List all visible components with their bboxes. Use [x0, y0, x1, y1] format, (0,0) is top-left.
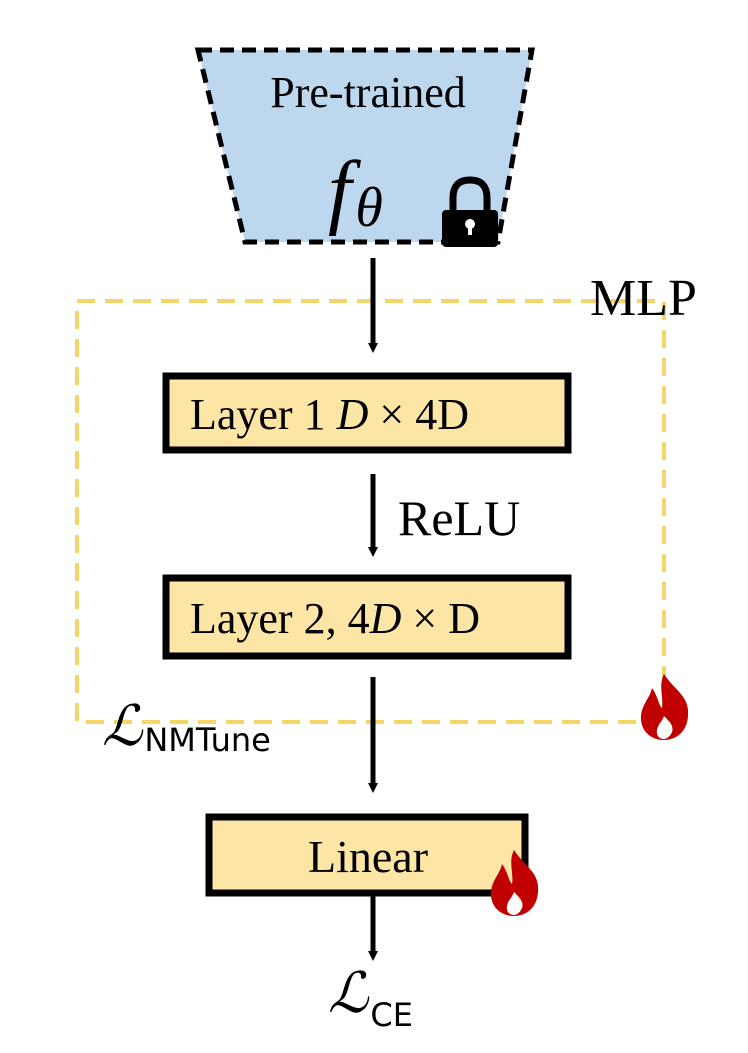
lock-icon — [442, 176, 498, 247]
encoder-symbol: fθ — [328, 144, 383, 239]
mlp-label: MLP — [590, 270, 697, 327]
layer-1-label: Layer 1 D × 4D — [190, 390, 469, 439]
loss-ce: ℒCE — [328, 963, 413, 1034]
flame-icon — [640, 674, 689, 740]
flame-icon — [490, 850, 539, 916]
layer-2: Layer 2, 4D × D — [162, 574, 572, 660]
linear-box — [205, 813, 529, 897]
loss-nmtune: ℒNMTune — [102, 696, 271, 759]
linear-label: Linear — [308, 831, 428, 882]
layer-2-label: Layer 2, 4D × D — [190, 594, 480, 643]
linear-layer: Linear — [205, 813, 529, 897]
relu-label: ReLU — [398, 490, 520, 546]
layer-1: Layer 1 D × 4D — [162, 372, 572, 454]
layer-2-box — [162, 574, 572, 660]
layer-1-box — [162, 372, 572, 454]
encoder-label: Pre-trained — [270, 68, 465, 117]
pretrained-encoder: Pre-trained fθ — [194, 47, 535, 247]
